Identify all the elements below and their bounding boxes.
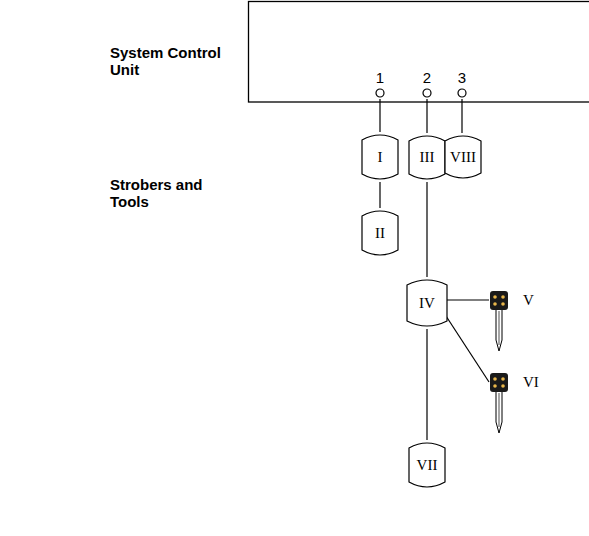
unit-numeral: I [378,149,383,166]
connector-line [446,316,489,382]
strober-capsule: I [361,132,399,182]
tool-probe: V [489,290,534,352]
connector-line [426,182,427,277]
connector-line [426,99,427,133]
probe-icon [489,372,509,434]
connector-line [426,329,427,440]
section-label: Strobers and Tools [110,176,228,210]
strober-capsule: III [408,133,446,182]
port-circle [372,87,388,99]
tool-probe: VI [489,372,539,434]
port-number: 2 [419,69,435,87]
unit-numeral: IV [419,295,435,312]
section-label: System Control Unit [110,44,228,78]
control-unit-box [249,2,589,103]
connector-line [461,99,462,133]
strober-capsule: II [361,208,399,258]
unit-numeral: III [420,149,435,166]
port-number: 1 [372,69,388,87]
connector-line [379,182,380,208]
strober-capsule: VII [408,440,446,490]
port-node: 3 [454,69,470,99]
port-node: 2 [419,69,435,99]
port-circle [419,87,435,99]
unit-numeral: II [375,225,385,242]
probe-icon [489,290,509,352]
unit-numeral: VII [417,457,438,474]
strober-capsule: IV [406,277,448,329]
port-node: 1 [372,69,388,99]
unit-numeral: VIII [450,149,476,166]
port-number: 3 [454,69,470,87]
unit-numeral: VI [523,374,539,391]
unit-numeral: V [523,292,534,309]
connector-line [446,299,489,300]
connector-line [379,99,380,132]
port-circle [454,87,470,99]
strober-capsule: VIII [444,133,482,181]
